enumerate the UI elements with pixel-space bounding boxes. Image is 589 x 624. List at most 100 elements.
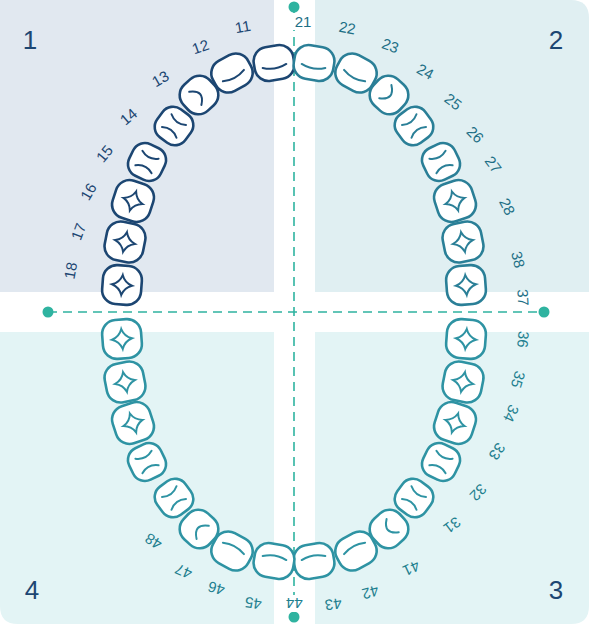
- tooth: [430, 398, 479, 447]
- midline-dot: [43, 307, 54, 318]
- tooth-number: 22: [337, 18, 356, 36]
- midline-dot: [289, 2, 300, 13]
- tooth-mark: [162, 486, 186, 510]
- tooth-mark: [113, 370, 136, 393]
- tooth-outline: [430, 398, 479, 447]
- quadrant-panel: [315, 0, 589, 292]
- tooth: [440, 219, 486, 265]
- tooth: [291, 541, 336, 581]
- tooth-outline: [445, 264, 487, 306]
- tooth-number: 11: [234, 17, 252, 34]
- tooth: [124, 439, 171, 486]
- tooth: [445, 264, 487, 306]
- tooth: [101, 264, 143, 306]
- tooth: [108, 176, 157, 225]
- tooth-outline: [102, 359, 148, 405]
- tooth-number: 21: [293, 13, 314, 30]
- quadrant-number: 2: [549, 27, 563, 53]
- tooth: [102, 359, 148, 405]
- tooth-mark: [263, 554, 287, 560]
- tooth-outline: [150, 474, 199, 523]
- tooth-outline: [102, 219, 148, 265]
- quadrant-number: 3: [549, 577, 563, 603]
- tooth-mark: [429, 151, 452, 173]
- tooth-mark: [301, 64, 325, 70]
- tooth: [418, 439, 465, 486]
- tooth-mark: [135, 451, 158, 473]
- tooth-mark: [263, 64, 287, 70]
- tooth: [108, 398, 157, 447]
- tooth: [430, 176, 479, 225]
- tooth-outline: [418, 439, 465, 486]
- tooth-number: 36: [515, 330, 532, 348]
- tooth-mark: [382, 519, 399, 537]
- tooth-outline: [101, 264, 143, 306]
- tooth-number: 37: [515, 288, 531, 306]
- tooth-mark: [192, 521, 209, 539]
- quadrant-number: 4: [25, 577, 39, 603]
- tooth-mark: [455, 328, 476, 349]
- tooth-outline: [390, 102, 439, 151]
- teeth-group: [101, 43, 487, 581]
- tooth-mark: [343, 540, 365, 554]
- tooth-outline: [124, 439, 171, 486]
- tooth-mark: [111, 274, 132, 295]
- tooth-mark: [189, 87, 206, 105]
- tooth-mark: [111, 328, 132, 349]
- midline-dot: [289, 612, 300, 623]
- tooth-number: 44: [284, 595, 305, 612]
- tooth-outline: [430, 176, 479, 225]
- tooth-mark: [442, 188, 467, 213]
- tooth: [150, 474, 199, 523]
- tooth-mark: [451, 230, 474, 253]
- quadrant-panel: [315, 332, 589, 624]
- tooth-outline: [291, 43, 336, 83]
- tooth: [150, 102, 199, 151]
- tooth-mark: [402, 114, 426, 138]
- tooth: [418, 139, 465, 186]
- tooth-outline: [440, 219, 486, 265]
- tooth: [291, 43, 336, 83]
- tooth-number: 18: [61, 260, 79, 279]
- quadrant-panel: [0, 332, 274, 624]
- tooth: [251, 43, 296, 83]
- tooth-mark: [223, 540, 245, 554]
- quadrant-panel: [0, 0, 274, 292]
- tooth-outline: [108, 176, 157, 225]
- tooth: [102, 219, 148, 265]
- midline: [293, 7, 295, 617]
- tooth: [101, 318, 143, 360]
- tooth-outline: [108, 398, 157, 447]
- tooth-mark: [343, 70, 365, 84]
- tooth: [390, 102, 439, 151]
- tooth-number: 35: [508, 369, 527, 389]
- tooth: [440, 359, 486, 405]
- tooth-mark: [223, 70, 245, 84]
- tooth-outline: [124, 139, 171, 186]
- tooth-mark: [442, 410, 467, 435]
- tooth-outline: [390, 474, 439, 523]
- tooth-number: 45: [244, 594, 263, 611]
- tooth-outline: [445, 318, 487, 360]
- tooth-mark: [113, 230, 136, 253]
- tooth-mark: [455, 274, 476, 295]
- tooth-number: 42: [360, 583, 380, 602]
- tooth-mark: [301, 554, 325, 560]
- tooth: [445, 318, 487, 360]
- tooth-outline: [251, 541, 296, 581]
- tooth-outline: [251, 43, 296, 83]
- tooth-mark: [120, 188, 145, 213]
- tooth-outline: [440, 359, 486, 405]
- tooth-number: 38: [509, 249, 527, 269]
- midline: [48, 311, 544, 313]
- quadrant-number: 1: [23, 27, 37, 53]
- tooth-mark: [379, 85, 396, 103]
- midline-dot: [539, 307, 550, 318]
- tooth-outline: [150, 102, 199, 151]
- tooth-outline: [101, 318, 143, 360]
- tooth: [251, 541, 296, 581]
- tooth-number: 43: [324, 595, 343, 612]
- tooth-outline: [418, 139, 465, 186]
